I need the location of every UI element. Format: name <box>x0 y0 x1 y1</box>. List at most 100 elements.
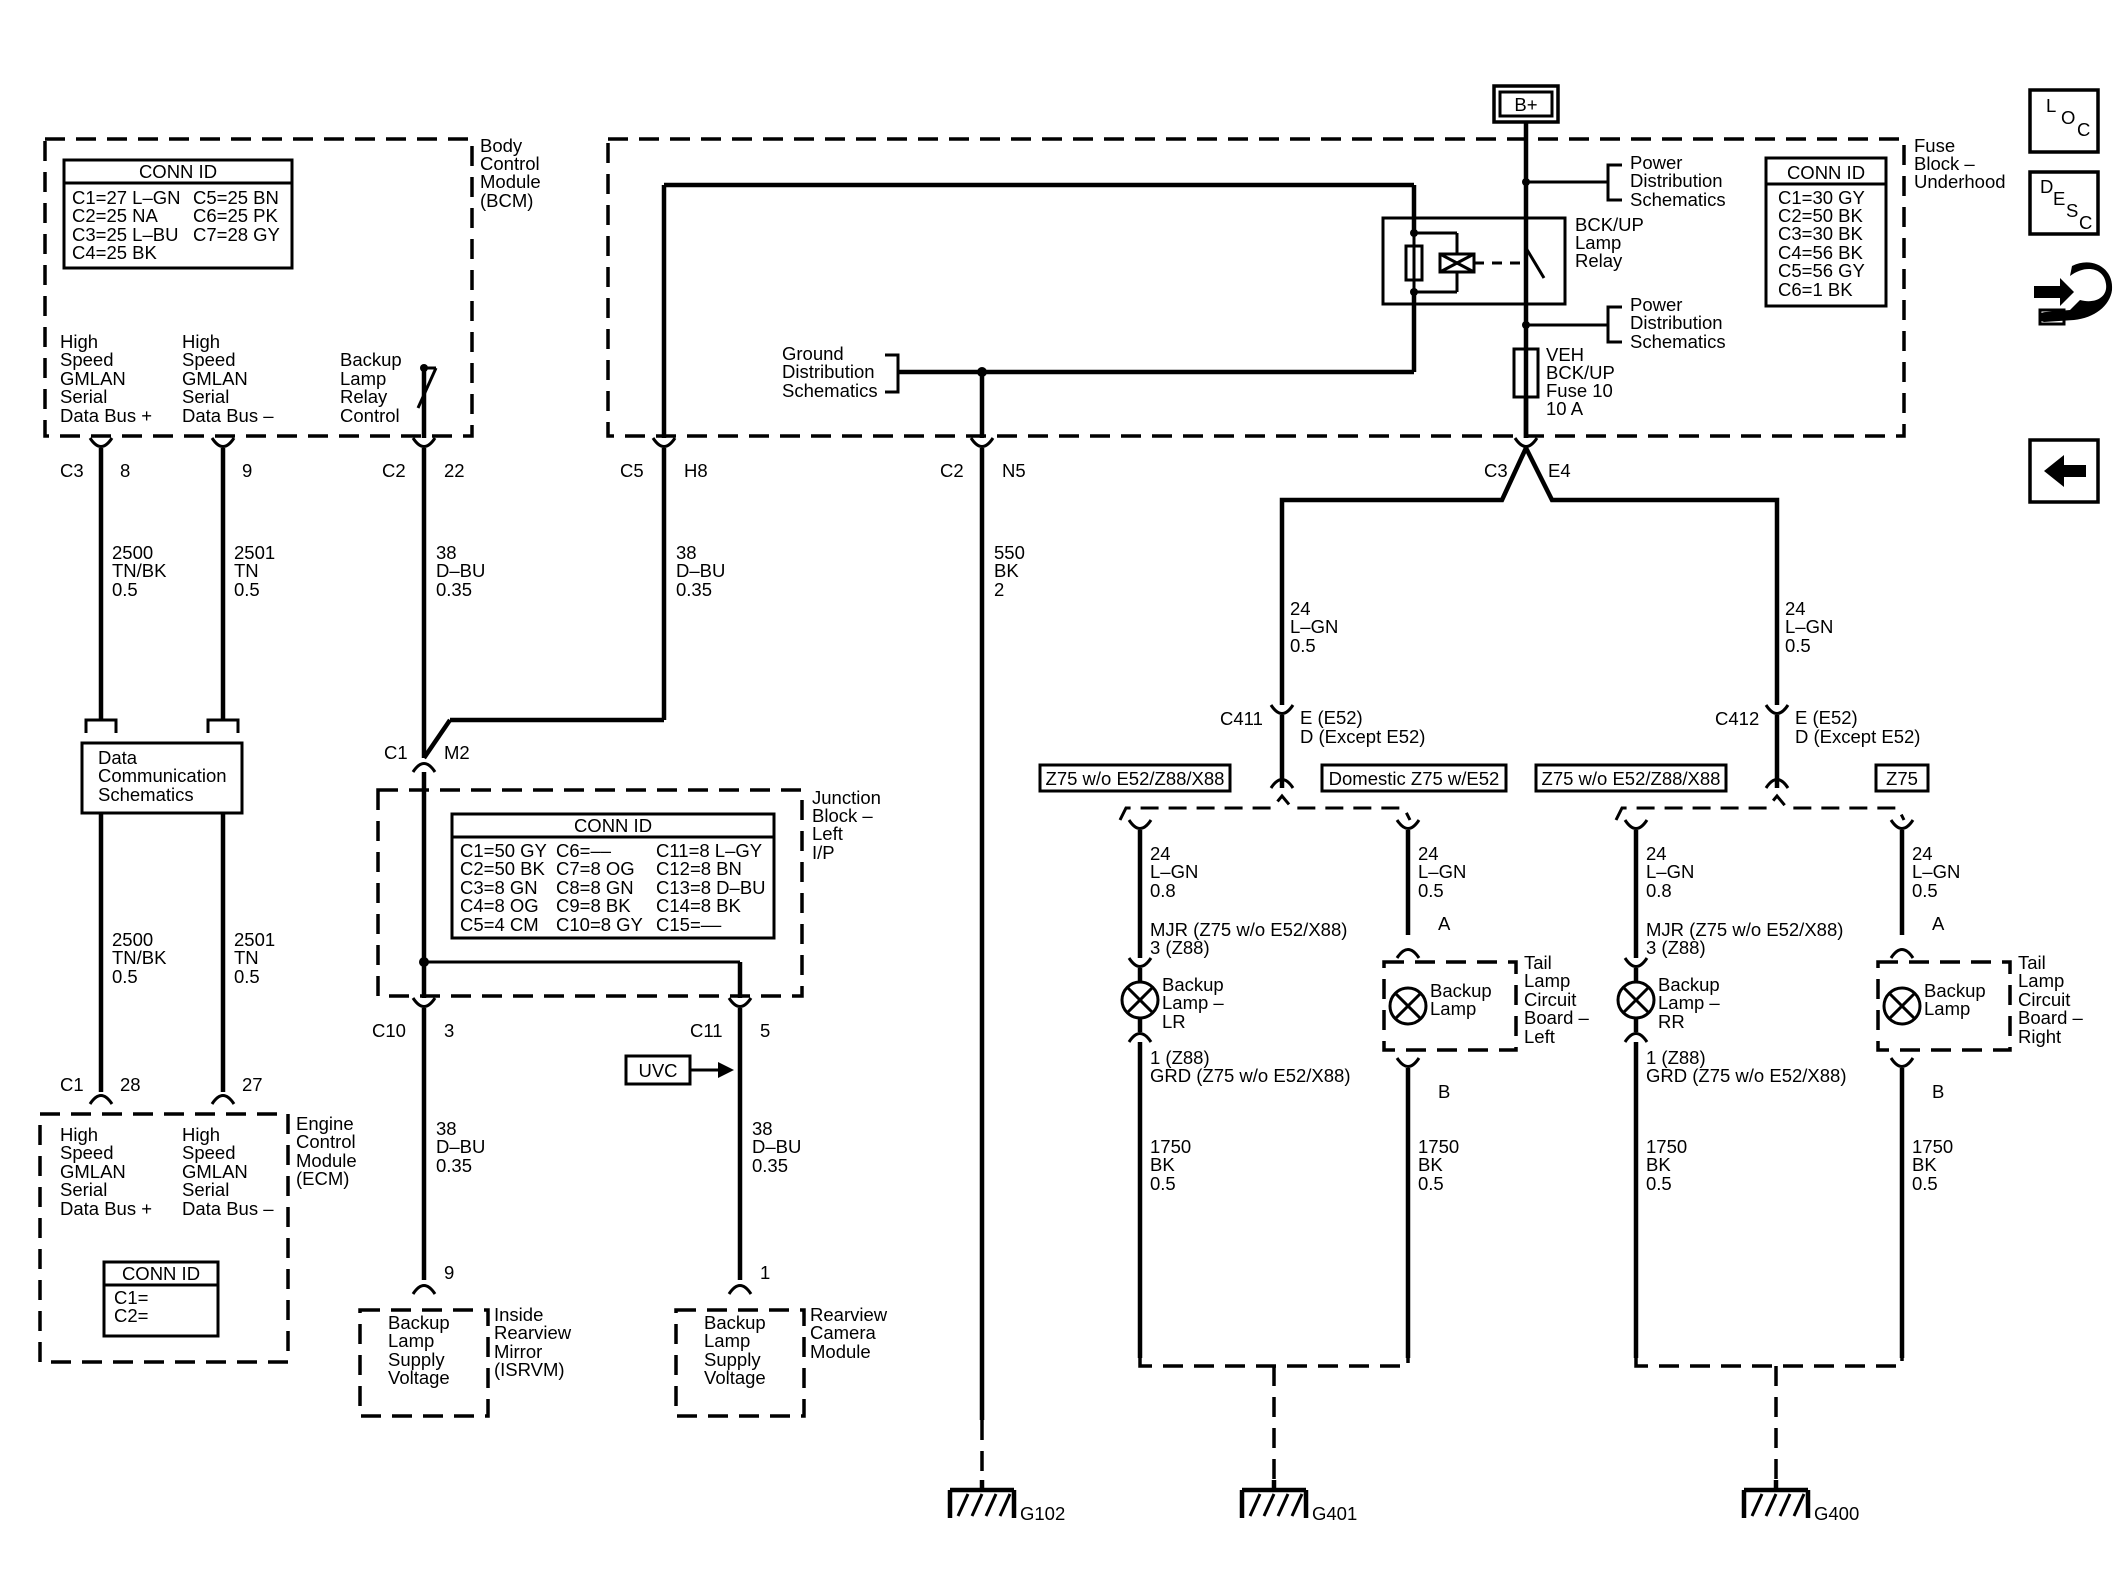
jb-conn-id-header: CONN ID <box>574 815 652 836</box>
back-arrow-icon <box>2044 455 2086 487</box>
jb-pin-5: 5 <box>760 1020 770 1041</box>
fuse-conn-c2: C2=50 BK <box>1778 205 1864 226</box>
c411-label: C411 <box>1220 708 1263 729</box>
ground-g400: G400 <box>1741 1480 1859 1524</box>
isrvm-title-4: (ISRVM) <box>494 1359 565 1380</box>
wire-2500-color: TN/BK <box>112 560 167 581</box>
grd-right-1: 1 (Z88) <box>1646 1047 1706 1068</box>
c411-e52: E (E52) <box>1300 707 1363 728</box>
jb-conn-c4: C4=8 OG <box>460 895 539 916</box>
mjr-right-1: MJR (Z75 w/o E52/X88) <box>1646 919 1843 940</box>
loc-letter-o: O <box>2061 107 2075 128</box>
bcm-title-4: (BCM) <box>480 190 533 211</box>
inside-rearview-mirror: 9 Backup Lamp Supply Voltage Inside Rear… <box>358 1262 572 1418</box>
wire-2500-low-size: 0.5 <box>112 966 138 987</box>
fb-c3-label: C3 <box>1484 460 1508 481</box>
back-button[interactable] <box>2028 438 2100 504</box>
rearview-camera-module: 1 Backup Lamp Supply Voltage Rearview Ca… <box>674 1262 888 1418</box>
jb-conn-c11: C11=8 L–GY <box>656 840 762 861</box>
power-dist-1-line1: Power <box>1630 152 1682 173</box>
data-comm-line1: Data <box>98 747 138 768</box>
fuse-conn-c5: C5=56 GY <box>1778 260 1865 281</box>
wire-1750-lr-color: BK <box>1150 1154 1175 1175</box>
ecm-title-1: Engine <box>296 1113 354 1134</box>
jb-conn-c10: C10=8 GY <box>556 914 643 935</box>
bcm-hs-minus-2: Speed <box>182 349 236 370</box>
bcm-c2-label: C2 <box>382 460 406 481</box>
opt-right-z75: Z75 <box>1886 768 1918 789</box>
ecm-conn-c1: C1= <box>114 1287 148 1308</box>
ecm-title-2: Control <box>296 1131 356 1152</box>
fuse-block-title-1: Fuse <box>1914 135 1955 156</box>
isrvm-title-2: Rearview <box>494 1322 572 1343</box>
wire-2500-upper: 2500 TN/BK 0.5 <box>112 542 167 600</box>
fuse-conn-c3: C3=30 BK <box>1778 223 1864 244</box>
wire-24-lr-num: 24 <box>1150 843 1171 864</box>
battery-label: B+ <box>1514 94 1537 115</box>
uvc-reference: UVC <box>624 1054 734 1086</box>
bcm-conn-c1: C1=27 L–GN <box>72 187 181 208</box>
bcm-hs-plus-2: Speed <box>60 349 114 370</box>
fuse-label-1: VEH <box>1546 344 1584 365</box>
wire-38-camera: 38 D–BU 0.35 <box>752 1118 801 1176</box>
wire-2501-lower: 2501 TN 0.5 <box>234 929 275 987</box>
bcm-pin-8: 8 <box>120 460 130 481</box>
wire-38-isrvm: 38 D–BU 0.35 <box>436 1118 485 1176</box>
isrvm-pin-9: 9 <box>444 1262 454 1283</box>
fuse-label-2: BCK/UP <box>1546 362 1615 383</box>
jb-conn-c9: C9=8 BK <box>556 895 631 916</box>
wire-24-tr-num: 24 <box>1912 843 1933 864</box>
ecm-hs-plus-5: Data Bus + <box>60 1198 152 1219</box>
bcm-hs-minus-1: High <box>182 331 220 352</box>
wire-1750-lr-size: 0.5 <box>1150 1173 1176 1194</box>
wire-1750-tr-color: BK <box>1912 1154 1937 1175</box>
jb-conn-c14: C14=8 BK <box>656 895 742 916</box>
body-control-module: Body Control Module (BCM) CONN ID C1=27 … <box>43 135 541 438</box>
connector-hand-icon[interactable] <box>2034 262 2113 326</box>
wire-24-tl-size: 0.5 <box>1418 880 1444 901</box>
tail-right-1: Tail <box>2018 952 2046 973</box>
cam-box-2: Lamp <box>704 1330 750 1351</box>
grd-right-2: GRD (Z75 w/o E52/X88) <box>1646 1065 1847 1086</box>
cam-box-3: Supply <box>704 1349 761 1370</box>
wire-2501-low-num: 2501 <box>234 929 275 950</box>
loc-button[interactable]: L O C <box>2028 88 2100 154</box>
tr-pin-a: A <box>1932 913 1945 934</box>
jb-title-2: Block – <box>812 805 873 826</box>
backup-rr-1: Backup <box>1658 974 1720 995</box>
ecm-title-3: Module <box>296 1150 357 1171</box>
bcm-relay-ctrl-2: Lamp <box>340 368 386 389</box>
jb-pin-3: 3 <box>444 1020 454 1041</box>
c412-label: C412 <box>1715 708 1759 729</box>
desc-letter-d: D <box>2040 176 2053 197</box>
desc-button[interactable]: D E S C <box>2028 170 2100 236</box>
ecm-hs-plus-1: High <box>60 1124 98 1145</box>
jb-c10-label: C10 <box>372 1020 406 1041</box>
bcm-hs-minus-4: Serial <box>182 386 229 407</box>
opt-right-z75-wo: Z75 w/o E52/Z88/X88 <box>1542 768 1721 789</box>
wire-2501-color: TN <box>234 560 259 581</box>
battery-feed: B+ <box>1492 84 1560 438</box>
wire-2500-low-color: TN/BK <box>112 947 167 968</box>
isrvm-title-1: Inside <box>494 1304 543 1325</box>
ground-circuit-550: C2 N5 550 BK 2 <box>940 372 1026 1480</box>
bcm-hs-plus-3: GMLAN <box>60 368 126 389</box>
bcm-title-3: Module <box>480 171 541 192</box>
bcm-conn-c5: C5=25 BN <box>193 187 279 208</box>
ecm-hs-minus-5: Data Bus – <box>182 1198 274 1219</box>
backup-lr-2: Lamp – <box>1162 992 1224 1013</box>
wire-38a-num: 38 <box>436 542 457 563</box>
fuse-conn-c4: C4=56 BK <box>1778 242 1864 263</box>
relay-label-3: Relay <box>1575 250 1623 271</box>
ground-dist-line2: Distribution <box>782 361 875 382</box>
fuse-block-title-2: Block – <box>1914 153 1975 174</box>
isrvm-title-3: Mirror <box>494 1341 542 1362</box>
wire-38c-num: 38 <box>436 1118 457 1139</box>
mjr-right-2: 3 (Z88) <box>1646 937 1706 958</box>
jb-conn-c15: C15=–– <box>656 914 722 935</box>
jb-conn-c13: C13=8 D–BU <box>656 877 766 898</box>
bcm-hs-plus-1: High <box>60 331 98 352</box>
wire-2500-low-num: 2500 <box>112 929 153 950</box>
wire-1750-tr-num: 1750 <box>1912 1136 1953 1157</box>
bcm-hs-plus-4: Serial <box>60 386 107 407</box>
